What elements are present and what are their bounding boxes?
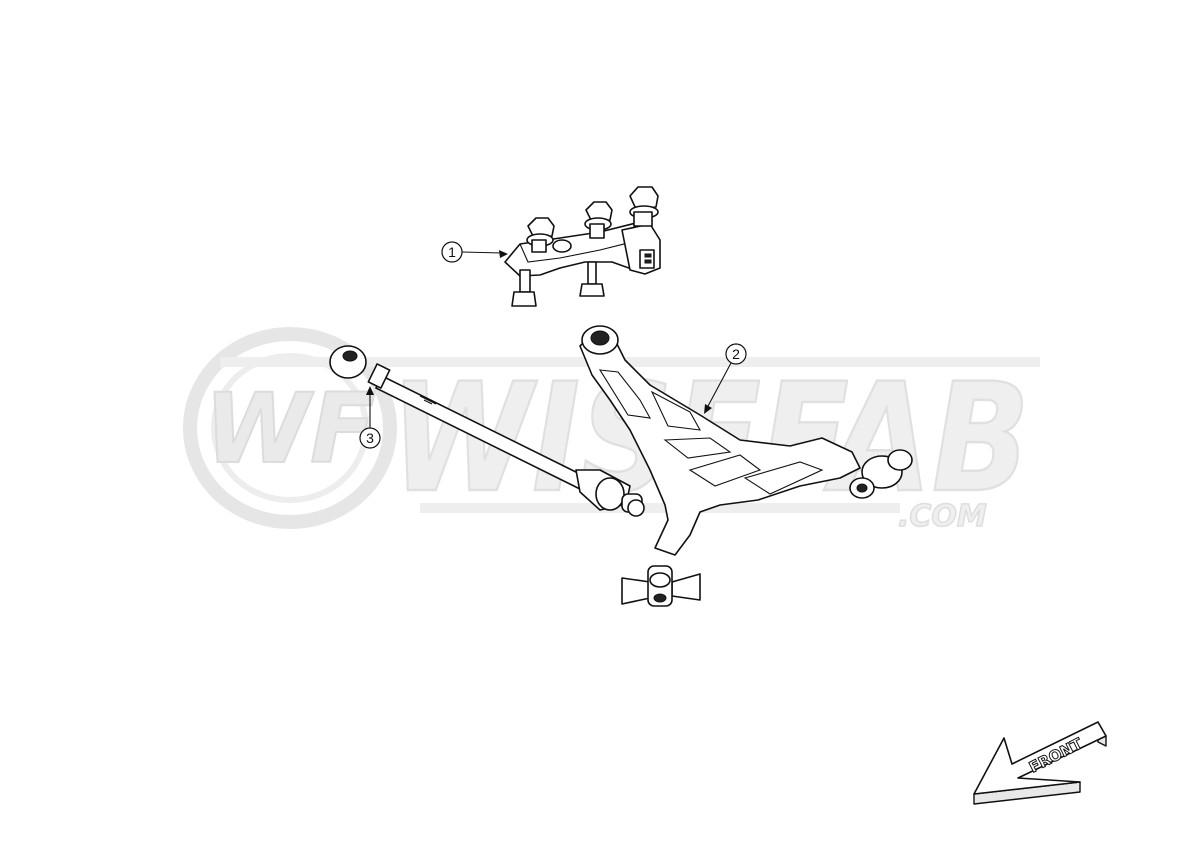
arm-top-bushing — [581, 325, 619, 355]
watermark-logo-letters: WF — [204, 373, 375, 485]
arm-bottom-pivot — [621, 565, 701, 607]
arm-rod-end — [849, 449, 913, 499]
tie-rod-end-right — [575, 469, 645, 517]
part-1-knuckle-adapter — [504, 186, 661, 307]
front-direction-arrow: FRONT — [973, 721, 1107, 805]
watermark-logo-mark: WF — [183, 327, 397, 529]
bolt-bottom-left — [511, 269, 537, 307]
tie-rod-end-left — [329, 345, 391, 389]
bolt-bottom-right — [579, 261, 605, 297]
callout-2: 2 — [704, 343, 747, 414]
watermark-domain: .COM — [898, 499, 987, 534]
part-3-tie-rod — [329, 345, 645, 517]
callout-1: 1 — [441, 241, 508, 263]
callout-1-number: 1 — [448, 244, 456, 260]
bolt-top-left — [526, 217, 555, 253]
front-arrow-label: FRONT — [1026, 734, 1086, 776]
part-2-lower-control-arm — [579, 325, 913, 607]
callout-3-number: 3 — [366, 430, 374, 446]
bolt-top-middle — [584, 201, 613, 239]
bolt-top-right — [629, 186, 659, 227]
callout-2-number: 2 — [732, 346, 740, 362]
callout-3: 3 — [359, 386, 381, 449]
